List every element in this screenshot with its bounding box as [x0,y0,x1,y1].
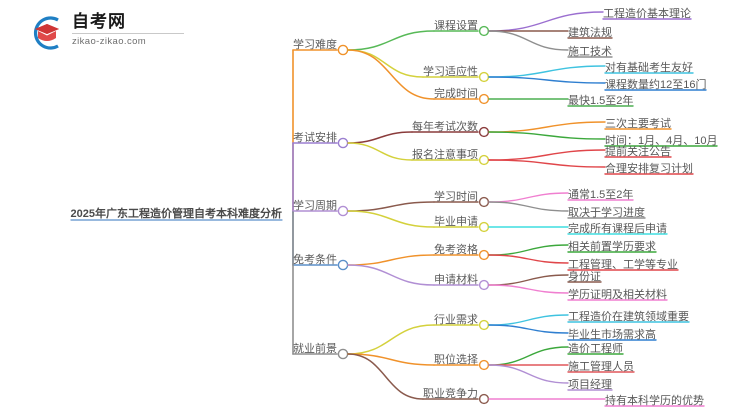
leaf-label-4-1-2[interactable]: 项目经理 [568,379,612,391]
leaf-label-0-0-2[interactable]: 施工技术 [568,46,612,58]
leaf-label-1-1-1[interactable]: 合理安排复习计划 [605,163,693,175]
leaf-label-1-1-0[interactable]: 提前关注公告 [605,146,671,158]
leaf-label-4-0-1[interactable]: 毕业生市场需求高 [568,329,656,341]
subbranch-label-2-0[interactable]: 学习时间 [434,191,478,203]
logo-divider [72,33,184,34]
subbranch-label-0-2[interactable]: 完成时间 [434,88,478,100]
logo-name-en: zikao-zikao.com [72,36,147,47]
leaf-label-2-0-1[interactable]: 取决于学习进度 [568,207,645,219]
branch-label-3[interactable]: 免考条件 [293,254,337,266]
leaf-label-0-1-1[interactable]: 课程数量约12至16门 [605,79,707,91]
leaf-label-3-0-0[interactable]: 相关前置学历要求 [568,241,656,253]
leaf-label-3-1-0[interactable]: 身份证 [568,271,601,283]
leaf-label-3-0-1[interactable]: 工程管理、工学等专业 [568,259,678,271]
graduation-cap-icon [28,14,66,52]
subbranch-label-2-1[interactable]: 毕业申请 [434,216,478,228]
leaf-label-4-1-0[interactable]: 造价工程师 [568,343,623,355]
leaf-label-0-2-0[interactable]: 最快1.5至2年 [568,95,634,107]
mindmap-root-label[interactable]: 2025年广东工程造价管理自考本科难度分析 [70,208,282,220]
leaf-label-2-0-0[interactable]: 通常1.5至2年 [568,189,634,201]
leaf-label-4-2-0[interactable]: 持有本科学历的优势 [605,395,704,407]
branch-label-0[interactable]: 学习难度 [293,39,337,51]
subbranch-label-0-0[interactable]: 课程设置 [434,20,478,32]
branch-label-2[interactable]: 学习周期 [293,200,337,212]
branch-label-4[interactable]: 就业前景 [293,343,337,355]
branch-label-1[interactable]: 考试安排 [293,132,337,144]
subbranch-label-4-1[interactable]: 职位选择 [434,354,478,366]
leaf-label-2-1-0[interactable]: 完成所有课程后申请 [568,223,667,235]
subbranch-label-4-0[interactable]: 行业需求 [434,314,478,326]
logo-name-cn: 自考网 [72,12,126,31]
leaf-label-4-1-1[interactable]: 施工管理人员 [568,361,634,373]
site-logo: 自考网 zikao-zikao.com [28,12,188,54]
leaf-label-4-0-0[interactable]: 工程造价在建筑领域重要 [568,311,689,323]
leaf-label-3-1-1[interactable]: 学历证明及相关材料 [568,289,667,301]
leaf-label-0-1-0[interactable]: 对有基础考生友好 [605,62,693,74]
subbranch-label-3-0[interactable]: 免考资格 [434,244,478,256]
leaf-label-0-0-0[interactable]: 工程造价基本理论 [603,8,691,20]
subbranch-label-4-2[interactable]: 职业竞争力 [423,388,478,400]
leaf-label-0-0-1[interactable]: 建筑法规 [568,27,612,39]
subbranch-label-1-1[interactable]: 报名注意事项 [412,149,478,161]
leaf-label-1-0-0[interactable]: 三次主要考试 [605,118,671,130]
logo-wordmark: 自考网 zikao-zikao.com [72,12,184,47]
subbranch-label-3-1[interactable]: 申请材料 [434,274,478,286]
subbranch-label-1-0[interactable]: 每年考试次数 [412,121,478,133]
subbranch-label-0-1[interactable]: 学习适应性 [423,66,478,78]
leaf-label-1-0-1[interactable]: 时间：1月、4月、10月 [605,135,718,147]
